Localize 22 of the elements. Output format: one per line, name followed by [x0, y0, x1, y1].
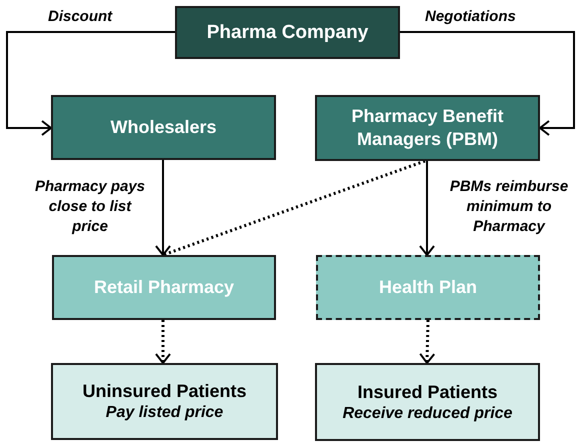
process-box [51, 363, 278, 440]
box-title: Pharmacy Benefit Managers (PBM) [350, 105, 505, 151]
dotted-arrow [419, 320, 436, 364]
box-title: Uninsured Patients [82, 380, 247, 403]
arrow [400, 31, 575, 136]
box-title: Health Plan [378, 276, 478, 299]
dotted-arrow [155, 320, 171, 364]
process-box [175, 6, 400, 59]
box-title: Retail Pharmacy [94, 276, 234, 299]
process-box [315, 95, 540, 161]
process-box [316, 255, 540, 320]
box-title: Insured Patients [357, 380, 498, 404]
box-title: Pharma Company [206, 21, 368, 44]
arrow [155, 160, 171, 256]
arrow [419, 161, 435, 256]
box-subtitle: Receive reduced price [342, 404, 512, 424]
process-box [51, 95, 276, 160]
box-title: Wholesalers [110, 116, 217, 139]
box-subtitle: Pay listed price [106, 403, 224, 423]
process-box [315, 363, 540, 441]
process-box [52, 255, 276, 320]
arrow [6, 31, 175, 136]
